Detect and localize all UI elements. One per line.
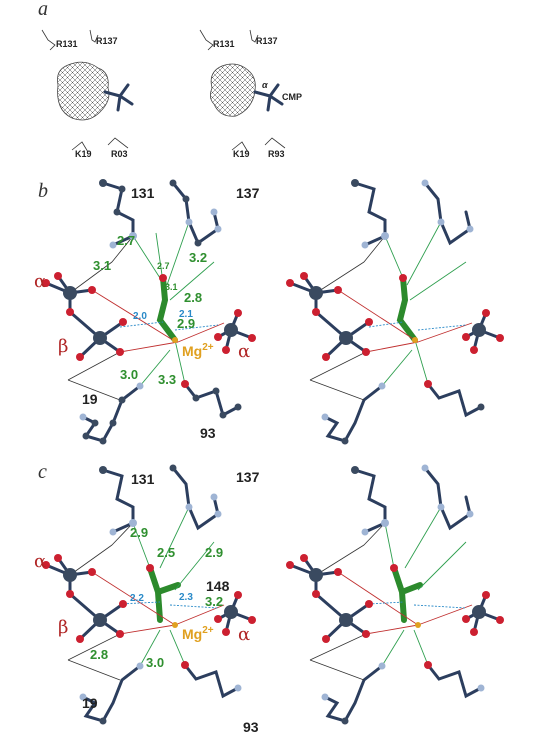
- distance-2.0-b: 2.0: [133, 311, 147, 322]
- residue-137-b: 137: [236, 185, 260, 201]
- distance-3.1-b: 3.1: [93, 258, 111, 273]
- distance-2.7-b: 2.7: [117, 233, 135, 248]
- distance-2.3-c: 2.3: [179, 592, 193, 603]
- label-r93-a-right: R93: [268, 149, 285, 159]
- density-mesh-left: [57, 61, 110, 121]
- beta-c: β: [58, 617, 68, 638]
- label-r03-a-left: R03: [111, 149, 128, 159]
- panel-b-left-structure: [42, 179, 256, 445]
- alpha-left-b: α: [34, 271, 46, 292]
- panel-c-right-structure: [286, 464, 504, 725]
- panel-b-right-structure: [286, 179, 504, 445]
- label-r137-a-right: R137: [256, 36, 278, 46]
- label-k19-a-left: K19: [75, 149, 92, 159]
- beta-b: β: [58, 336, 68, 357]
- panel-c-letter: c: [38, 461, 47, 483]
- label-alpha-a: α: [262, 80, 268, 90]
- residue-131-b: 131: [131, 185, 155, 201]
- alpha-right-c: α: [238, 624, 250, 645]
- label-r131-a-right: R131: [213, 39, 235, 49]
- label-k19-a-right: K19: [233, 149, 250, 159]
- distance-2.7-small-b: 2.7: [157, 261, 170, 271]
- panel-a-left: R131 R137 K19 R03: [41, 29, 134, 159]
- distance-3.3-b: 3.3: [158, 372, 176, 387]
- panel-a-letter: a: [38, 0, 48, 20]
- distance-3.0-c: 3.0: [146, 655, 164, 670]
- panel-c: c: [34, 461, 504, 735]
- residue-148-c: 148: [206, 578, 230, 594]
- panel-b-letter: b: [38, 180, 48, 202]
- distance-3.1-small-b: 3.1: [165, 282, 178, 292]
- distance-2.9-b: 2.9: [177, 316, 195, 331]
- panel-c-left-structure: [42, 464, 256, 725]
- residue-131-c: 131: [131, 471, 155, 487]
- alpha-left-c: α: [34, 551, 46, 572]
- residue-137-c: 137: [236, 469, 260, 485]
- label-r137-a-left: R137: [96, 36, 118, 46]
- panel-b: b: [34, 179, 504, 445]
- label-r131-a-left: R131: [56, 39, 78, 49]
- distance-2.8-c: 2.8: [90, 647, 108, 662]
- distance-2.9-c: 2.9: [130, 525, 148, 540]
- distance-3.0-b: 3.0: [120, 367, 138, 382]
- panel-a-right: R131 R137 α CMP K19 R93: [199, 29, 302, 159]
- distance-3.2-b: 3.2: [189, 250, 207, 265]
- mg-label-c: Mg2+: [182, 625, 214, 642]
- residue-19-c: 19: [82, 695, 98, 711]
- density-mesh-right: [210, 63, 256, 117]
- residue-93-b: 93: [200, 425, 216, 441]
- distance-2.9b-c: 2.9: [205, 545, 223, 560]
- distance-2.8-b: 2.8: [184, 290, 202, 305]
- label-cmp: CMP: [282, 92, 302, 102]
- panel-a: a R131 R137 K19 R03 R131 R137 α CMP K19 …: [38, 0, 302, 159]
- alpha-right-b: α: [238, 341, 250, 362]
- distance-2.5-c: 2.5: [157, 545, 175, 560]
- distance-3.2-c: 3.2: [205, 594, 223, 609]
- atoms-b-left: [42, 179, 256, 445]
- distance-2.2-c: 2.2: [130, 593, 144, 604]
- mg-label-b: Mg2+: [182, 342, 214, 359]
- residue-93-c: 93: [243, 719, 259, 735]
- distance-2.1-b: 2.1: [179, 309, 193, 320]
- residue-19-b: 19: [82, 391, 98, 407]
